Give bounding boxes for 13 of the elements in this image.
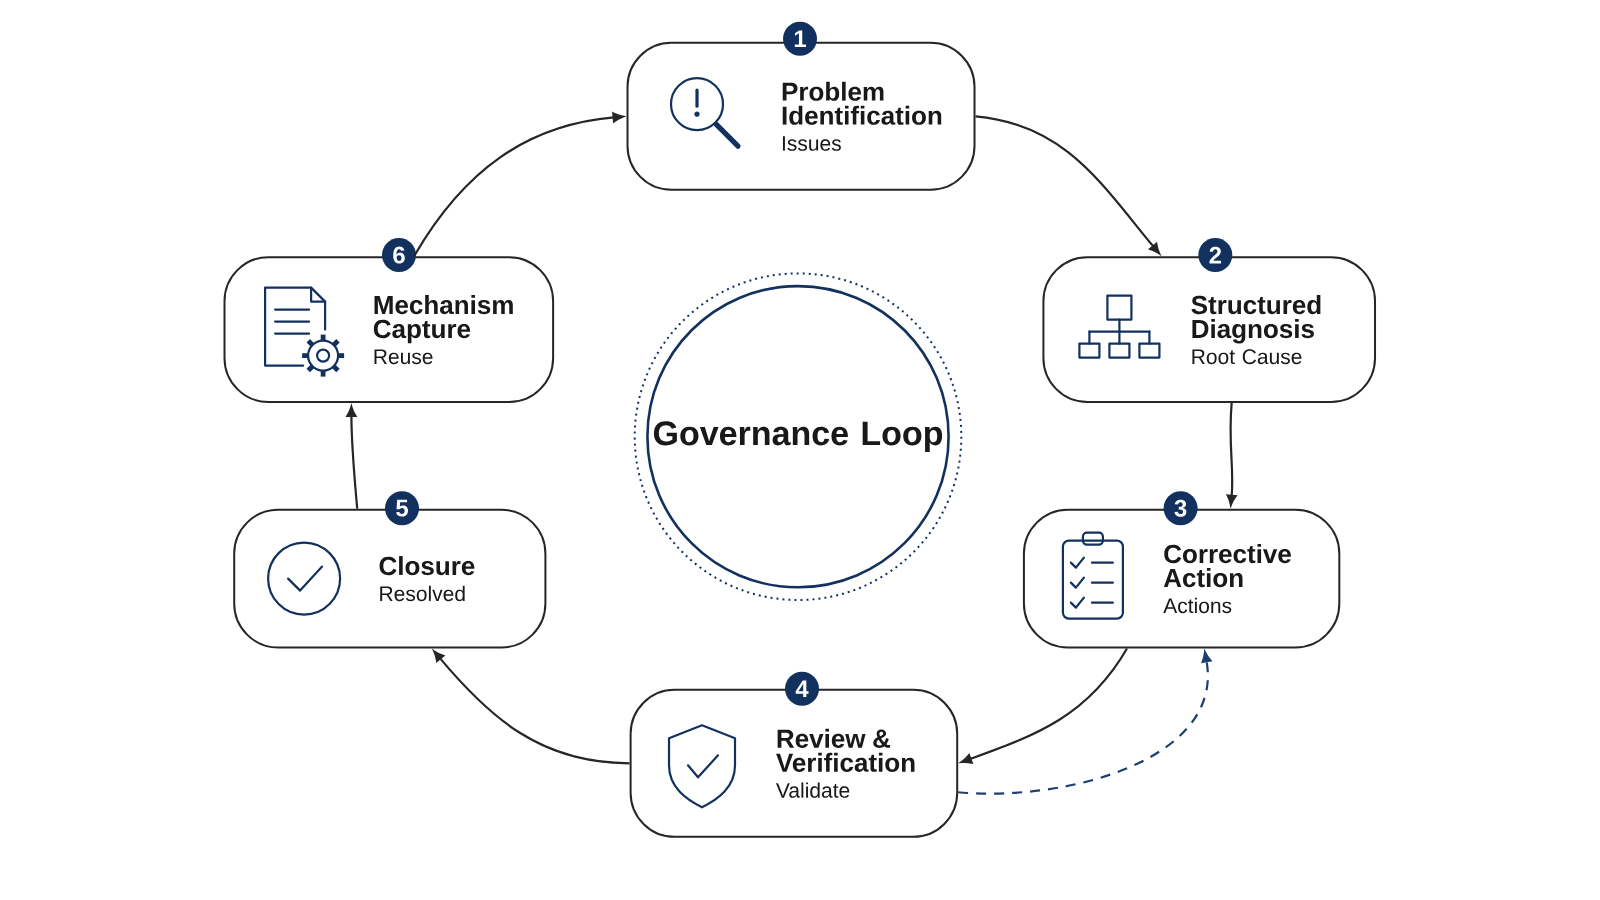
- step-badge: 2: [1198, 238, 1233, 273]
- arrow: [960, 647, 1128, 764]
- arrow: [1226, 402, 1237, 506]
- arrow: [975, 115, 1161, 255]
- arrow: [346, 405, 359, 509]
- arrow: [958, 651, 1212, 795]
- step-badge: 5: [385, 491, 419, 526]
- step-badge: 1: [783, 21, 817, 56]
- arrow: [433, 650, 630, 765]
- arrow: [413, 112, 624, 257]
- step-badge: 6: [382, 238, 416, 273]
- step-badge: 3: [1163, 491, 1198, 526]
- step-badge: 4: [785, 671, 819, 706]
